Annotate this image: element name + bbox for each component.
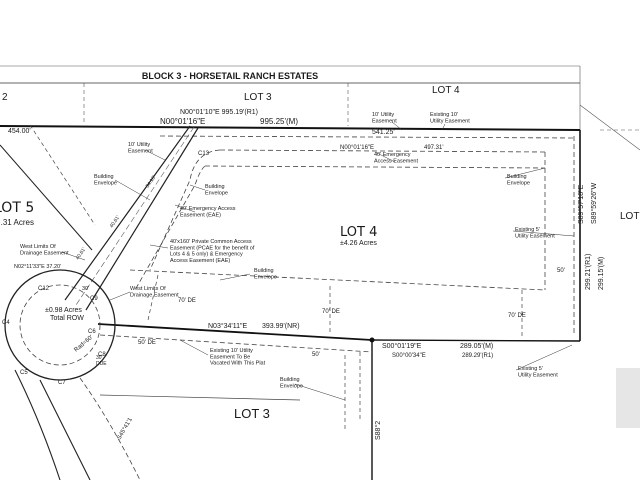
curve-label-c9: C9: [90, 296, 98, 302]
curve-label-c12: C12: [38, 286, 50, 292]
emergency-access-curve2: [134, 165, 206, 291]
bearing-right-4: 299.15'(M): [598, 257, 605, 290]
lot4-acres: ±4.26 Acres: [340, 240, 377, 247]
bearing-inner-north: N00°01'16"E: [340, 145, 374, 151]
bearing-south-3: S00°00'34"E: [392, 353, 426, 359]
bearing-south-2: S00°01'19"E: [382, 342, 422, 350]
road-edge-2: [85, 127, 199, 311]
bearing-south-1: N03°34'11"E: [208, 322, 248, 330]
cul-de-sac-outer: [4, 269, 116, 381]
road-south-2: [14, 369, 61, 480]
neighbor-lot-top-right: LOT 4: [432, 85, 460, 96]
curve-label-c6: C6: [88, 329, 96, 335]
emergency-access-outer: [204, 165, 546, 169]
row-total: Total ROW: [50, 315, 84, 322]
neighbor-lot-top-mid: LOT 3: [244, 92, 272, 103]
north-boundary: [0, 125, 581, 131]
block-header: BLOCK 3 - HORSETAIL RANCH ESTATES: [142, 71, 318, 81]
annot-de70b: 70' DE: [322, 309, 340, 315]
annot-de50c: 50': [312, 352, 320, 358]
building-envelope-bottom: [129, 269, 546, 291]
scan-artifact: [616, 368, 640, 428]
lot5-label: LOT 5: [0, 200, 34, 216]
annot-de70a: 70' DE: [178, 298, 196, 304]
bearing-diag-dist: 34.10': [145, 175, 158, 190]
south-boundary-2: [371, 339, 581, 342]
bearing-top-meas: N00°01'16"E: [160, 117, 205, 126]
bearing-south-2-dist: 289.05'(M): [460, 343, 493, 350]
bearing-top-rec: N00°01'10"E 995.19'(R1): [180, 108, 258, 116]
leader-lines: [61, 121, 575, 401]
monument-marker: [369, 337, 375, 343]
bearing-south-1-dist: 393.99'(NR): [262, 323, 300, 330]
road-south-1: [39, 379, 91, 480]
curve-label-c13: C13: [198, 151, 210, 157]
right-diag: [579, 104, 640, 151]
bearing-top-left-dist: 454.00': [8, 128, 31, 135]
bearing-rad: Rad=60': [73, 335, 94, 354]
bearing-right-1: S89°57'18"E: [577, 184, 585, 224]
road-edge-1: [64, 125, 191, 301]
bearing-diag-dist2: 40.61': [109, 215, 122, 230]
annot-existing-5: Existing 5'Utility Easement: [515, 227, 555, 239]
bearing-diag-left: 40.61': [75, 247, 88, 262]
bearing-inner-541: 541.25': [372, 129, 395, 136]
annot-existing-5-bottom: Existing 5'Utility Easement: [518, 366, 558, 378]
easement-line-top: [159, 135, 576, 139]
south-boundary-1: [97, 323, 373, 341]
bearing-bottom-left: S45°41'1: [117, 416, 135, 441]
row-acres: ±0.98 Acres: [45, 307, 82, 314]
lot5-diag: [0, 144, 93, 251]
annot-de70c: 70' DE: [508, 313, 526, 319]
bearing-right-3: 299.21'(R1): [585, 254, 592, 290]
curve-label-c7: C7: [58, 380, 66, 386]
neighbor-lot-bottom: LOT 3: [234, 406, 270, 421]
bearing-right-2: S89°59'26"W: [590, 182, 598, 224]
lot4-label: LOT 4: [340, 225, 377, 240]
lot5-diag2: [29, 124, 96, 226]
curve-label-c4: C4: [2, 320, 10, 326]
lot5-acres: ± .31 Acres: [0, 218, 34, 227]
curve-label-c8: C8: [98, 352, 106, 358]
emergency-access-curve: [149, 149, 221, 271]
annot-de-small: 30'DUE: [96, 355, 107, 367]
bearing-top-meas-dist: 995.25'(M): [260, 117, 298, 126]
bearing-south-3-dist: 289.29'(R1): [462, 353, 493, 359]
neighbor-lot-right-edge: LOT: [620, 211, 639, 222]
bearing-west-limits: N02°11'33"E 37.20': [14, 264, 61, 270]
bottom-lot-line: [99, 394, 301, 401]
neighbor-lot-top-left: 2: [2, 92, 8, 103]
curve-label-c5: C5: [20, 370, 28, 376]
annot-de50b: 50' DE: [138, 340, 156, 346]
de-line-1: [147, 274, 159, 321]
bearing-inner-497: 497.31': [424, 145, 444, 151]
annot-de30: 30': [82, 286, 89, 292]
annot-de50a: 50': [557, 268, 565, 274]
emergency-access-inner: [219, 149, 546, 153]
road-south-3: [79, 377, 141, 480]
south-easement: [99, 334, 373, 353]
annot-existing-10: Existing 10'Utility Easement: [430, 112, 470, 124]
cul-de-sac-inner: [19, 284, 101, 366]
bearing-s88: S88°2: [374, 421, 382, 440]
